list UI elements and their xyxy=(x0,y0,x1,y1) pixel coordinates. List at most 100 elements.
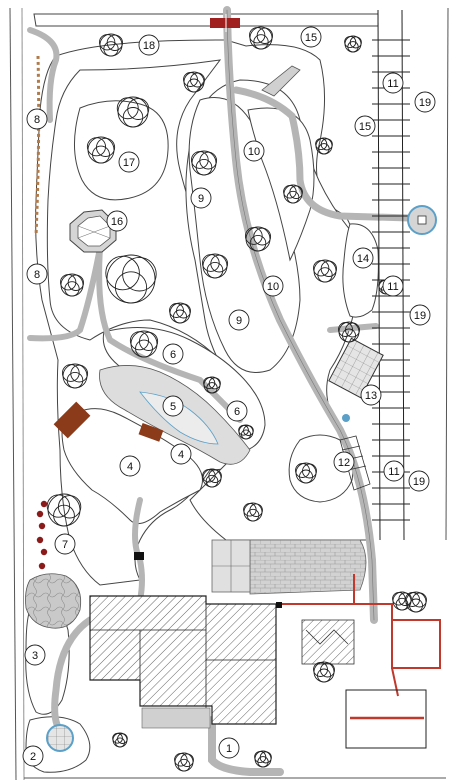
zone-label-circle xyxy=(360,384,382,406)
bed-17 xyxy=(73,100,169,201)
zone-label-circle xyxy=(162,343,184,365)
zone-label: 7 xyxy=(54,533,76,555)
zone-label-number: 9 xyxy=(198,193,204,205)
plot-boundary xyxy=(9,7,449,781)
zone-label: 19 xyxy=(409,304,431,326)
tree-icon xyxy=(254,750,272,768)
gazebo-icon xyxy=(69,209,117,253)
tree-icon xyxy=(405,591,427,613)
zone-label: 9 xyxy=(190,187,212,209)
zone-label-number: 4 xyxy=(178,449,184,461)
path-gazebo xyxy=(27,245,103,342)
tree-icon xyxy=(60,273,85,297)
path-front xyxy=(208,716,284,776)
zone-label: 2 xyxy=(22,745,44,767)
zone-label-circle xyxy=(408,470,430,492)
zone-label: 1 xyxy=(218,737,240,759)
zone-label-circle xyxy=(162,395,184,417)
tree-icon xyxy=(312,259,337,283)
tree-icon xyxy=(190,150,218,176)
zone-label-number: 19 xyxy=(419,97,431,109)
zone-label-number: 3 xyxy=(32,650,38,662)
zone-label: 10 xyxy=(262,275,284,297)
zone-label-circle xyxy=(383,460,405,482)
zone-label-number: 1 xyxy=(226,743,232,755)
zone-label-number: 19 xyxy=(414,310,426,322)
water-point xyxy=(342,414,350,422)
zone-label-number: 8 xyxy=(34,269,40,281)
tree-icon xyxy=(283,184,303,204)
zone-label-number: 10 xyxy=(248,146,260,158)
zone-label-number: 16 xyxy=(111,216,123,228)
zone-label-number: 17 xyxy=(123,157,135,169)
hedge-8 xyxy=(34,55,41,237)
zone-label: 3 xyxy=(24,644,46,666)
zone-label-circle xyxy=(170,443,192,465)
zone-label-circle xyxy=(119,455,141,477)
bed-14 xyxy=(342,223,379,318)
zone-label-number: 4 xyxy=(127,461,133,473)
well-icon xyxy=(407,205,437,235)
zone-label-number: 9 xyxy=(236,315,242,327)
stone-terrace-7 xyxy=(25,573,82,629)
zone-label-circle xyxy=(382,72,404,94)
zone-label-number: 10 xyxy=(267,281,279,293)
deck-5 xyxy=(53,401,164,442)
zone-label-circle xyxy=(262,275,284,297)
vegetable-bed-se xyxy=(301,619,355,665)
zone-label-number: 13 xyxy=(365,390,377,402)
tree-icon xyxy=(183,71,205,93)
zone-label: 10 xyxy=(243,140,265,162)
zone-label-number: 15 xyxy=(359,121,371,133)
zone-label-number: 6 xyxy=(170,349,176,361)
pergola-11 xyxy=(372,9,410,541)
zone-label-number: 15 xyxy=(305,32,317,44)
zone-label-circle xyxy=(352,247,374,269)
tree-canopy-icon xyxy=(46,26,427,772)
zone-label-number: 11 xyxy=(388,466,399,478)
greenhouse-13 xyxy=(328,337,384,399)
tree-icon xyxy=(315,137,333,155)
zone-label: 5 xyxy=(162,395,184,417)
tree-icon xyxy=(169,302,191,324)
zone-label: 14 xyxy=(352,247,374,269)
tree-icon xyxy=(86,136,116,164)
zone-label-circle xyxy=(106,210,128,232)
tree-icon xyxy=(174,752,194,772)
gate-east xyxy=(276,602,282,608)
tree-icon xyxy=(112,732,128,748)
zone-label-circle xyxy=(26,108,48,130)
tree-icon xyxy=(46,493,82,527)
tree-icon xyxy=(129,330,159,358)
zone-label-number: 8 xyxy=(34,114,40,126)
zone-label: 4 xyxy=(170,443,192,465)
zone-label-circle xyxy=(226,400,248,422)
bed-12 xyxy=(288,434,354,503)
house-roof-icon xyxy=(89,595,277,729)
zone-label-number: 19 xyxy=(413,476,425,488)
zone-label-number: 5 xyxy=(170,401,176,413)
outbuilding xyxy=(345,689,427,749)
zone-label-circle xyxy=(54,533,76,555)
tree-icon xyxy=(201,253,229,279)
gate-south xyxy=(134,552,144,560)
zone-label-circle xyxy=(354,115,376,137)
zone-label-circle xyxy=(409,304,431,326)
tree-icon xyxy=(61,363,89,389)
zone-label: 13 xyxy=(360,384,382,406)
tree-icon xyxy=(244,226,272,252)
zone-label-circle xyxy=(190,187,212,209)
tree-icon xyxy=(238,424,254,440)
zone-label-circle xyxy=(333,451,355,473)
tree-icon xyxy=(344,35,362,53)
zone-label-circle xyxy=(414,91,436,113)
zone-label: 15 xyxy=(354,115,376,137)
tree-icon xyxy=(313,661,335,683)
red-shrubs xyxy=(36,500,48,570)
zone-label: 17 xyxy=(118,151,140,173)
zone-label-circle xyxy=(118,151,140,173)
tree-icon xyxy=(295,462,317,484)
zone-label-number: 6 xyxy=(234,406,240,418)
zone-label: 6 xyxy=(162,343,184,365)
